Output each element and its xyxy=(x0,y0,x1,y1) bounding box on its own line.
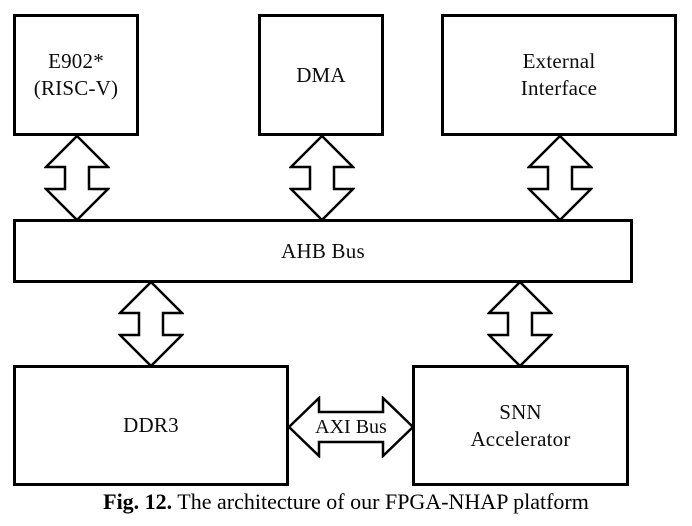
block-ahb-bus-label: AHB Bus xyxy=(281,238,365,263)
arrow-external-interface-to-ahb-bus xyxy=(527,135,593,221)
block-e902-riscv: E902* (RISC-V) xyxy=(13,14,139,136)
block-ddr3-label: DDR3 xyxy=(123,413,179,438)
block-ddr3: DDR3 xyxy=(13,365,289,486)
block-external-interface: External Interface xyxy=(441,14,677,136)
block-dma-label: DMA xyxy=(296,62,346,87)
figure-caption-number: Fig. 12. xyxy=(103,489,173,514)
figure-caption: Fig. 12. The architecture of our FPGA-NH… xyxy=(0,489,692,515)
block-snn-accelerator: SNN Accelerator xyxy=(412,365,629,486)
block-e902-riscv-label: E902* (RISC-V) xyxy=(33,49,119,100)
arrow-dma-to-ahb-bus xyxy=(289,135,355,221)
arrow-ahb-bus-to-ddr3 xyxy=(118,281,184,367)
arrow-e902-to-ahb-bus xyxy=(44,135,110,221)
block-ahb-bus: AHB Bus xyxy=(13,219,633,283)
arrow-ahb-bus-to-snn-accelerator xyxy=(487,281,553,367)
arrow-ddr3-to-snn-accelerator xyxy=(288,396,414,458)
block-snn-accelerator-label: SNN Accelerator xyxy=(470,399,571,451)
figure-caption-text: The architecture of our FPGA-NHAP platfo… xyxy=(172,489,589,514)
block-dma: DMA xyxy=(258,14,384,136)
block-external-interface-label: External Interface xyxy=(520,49,598,100)
